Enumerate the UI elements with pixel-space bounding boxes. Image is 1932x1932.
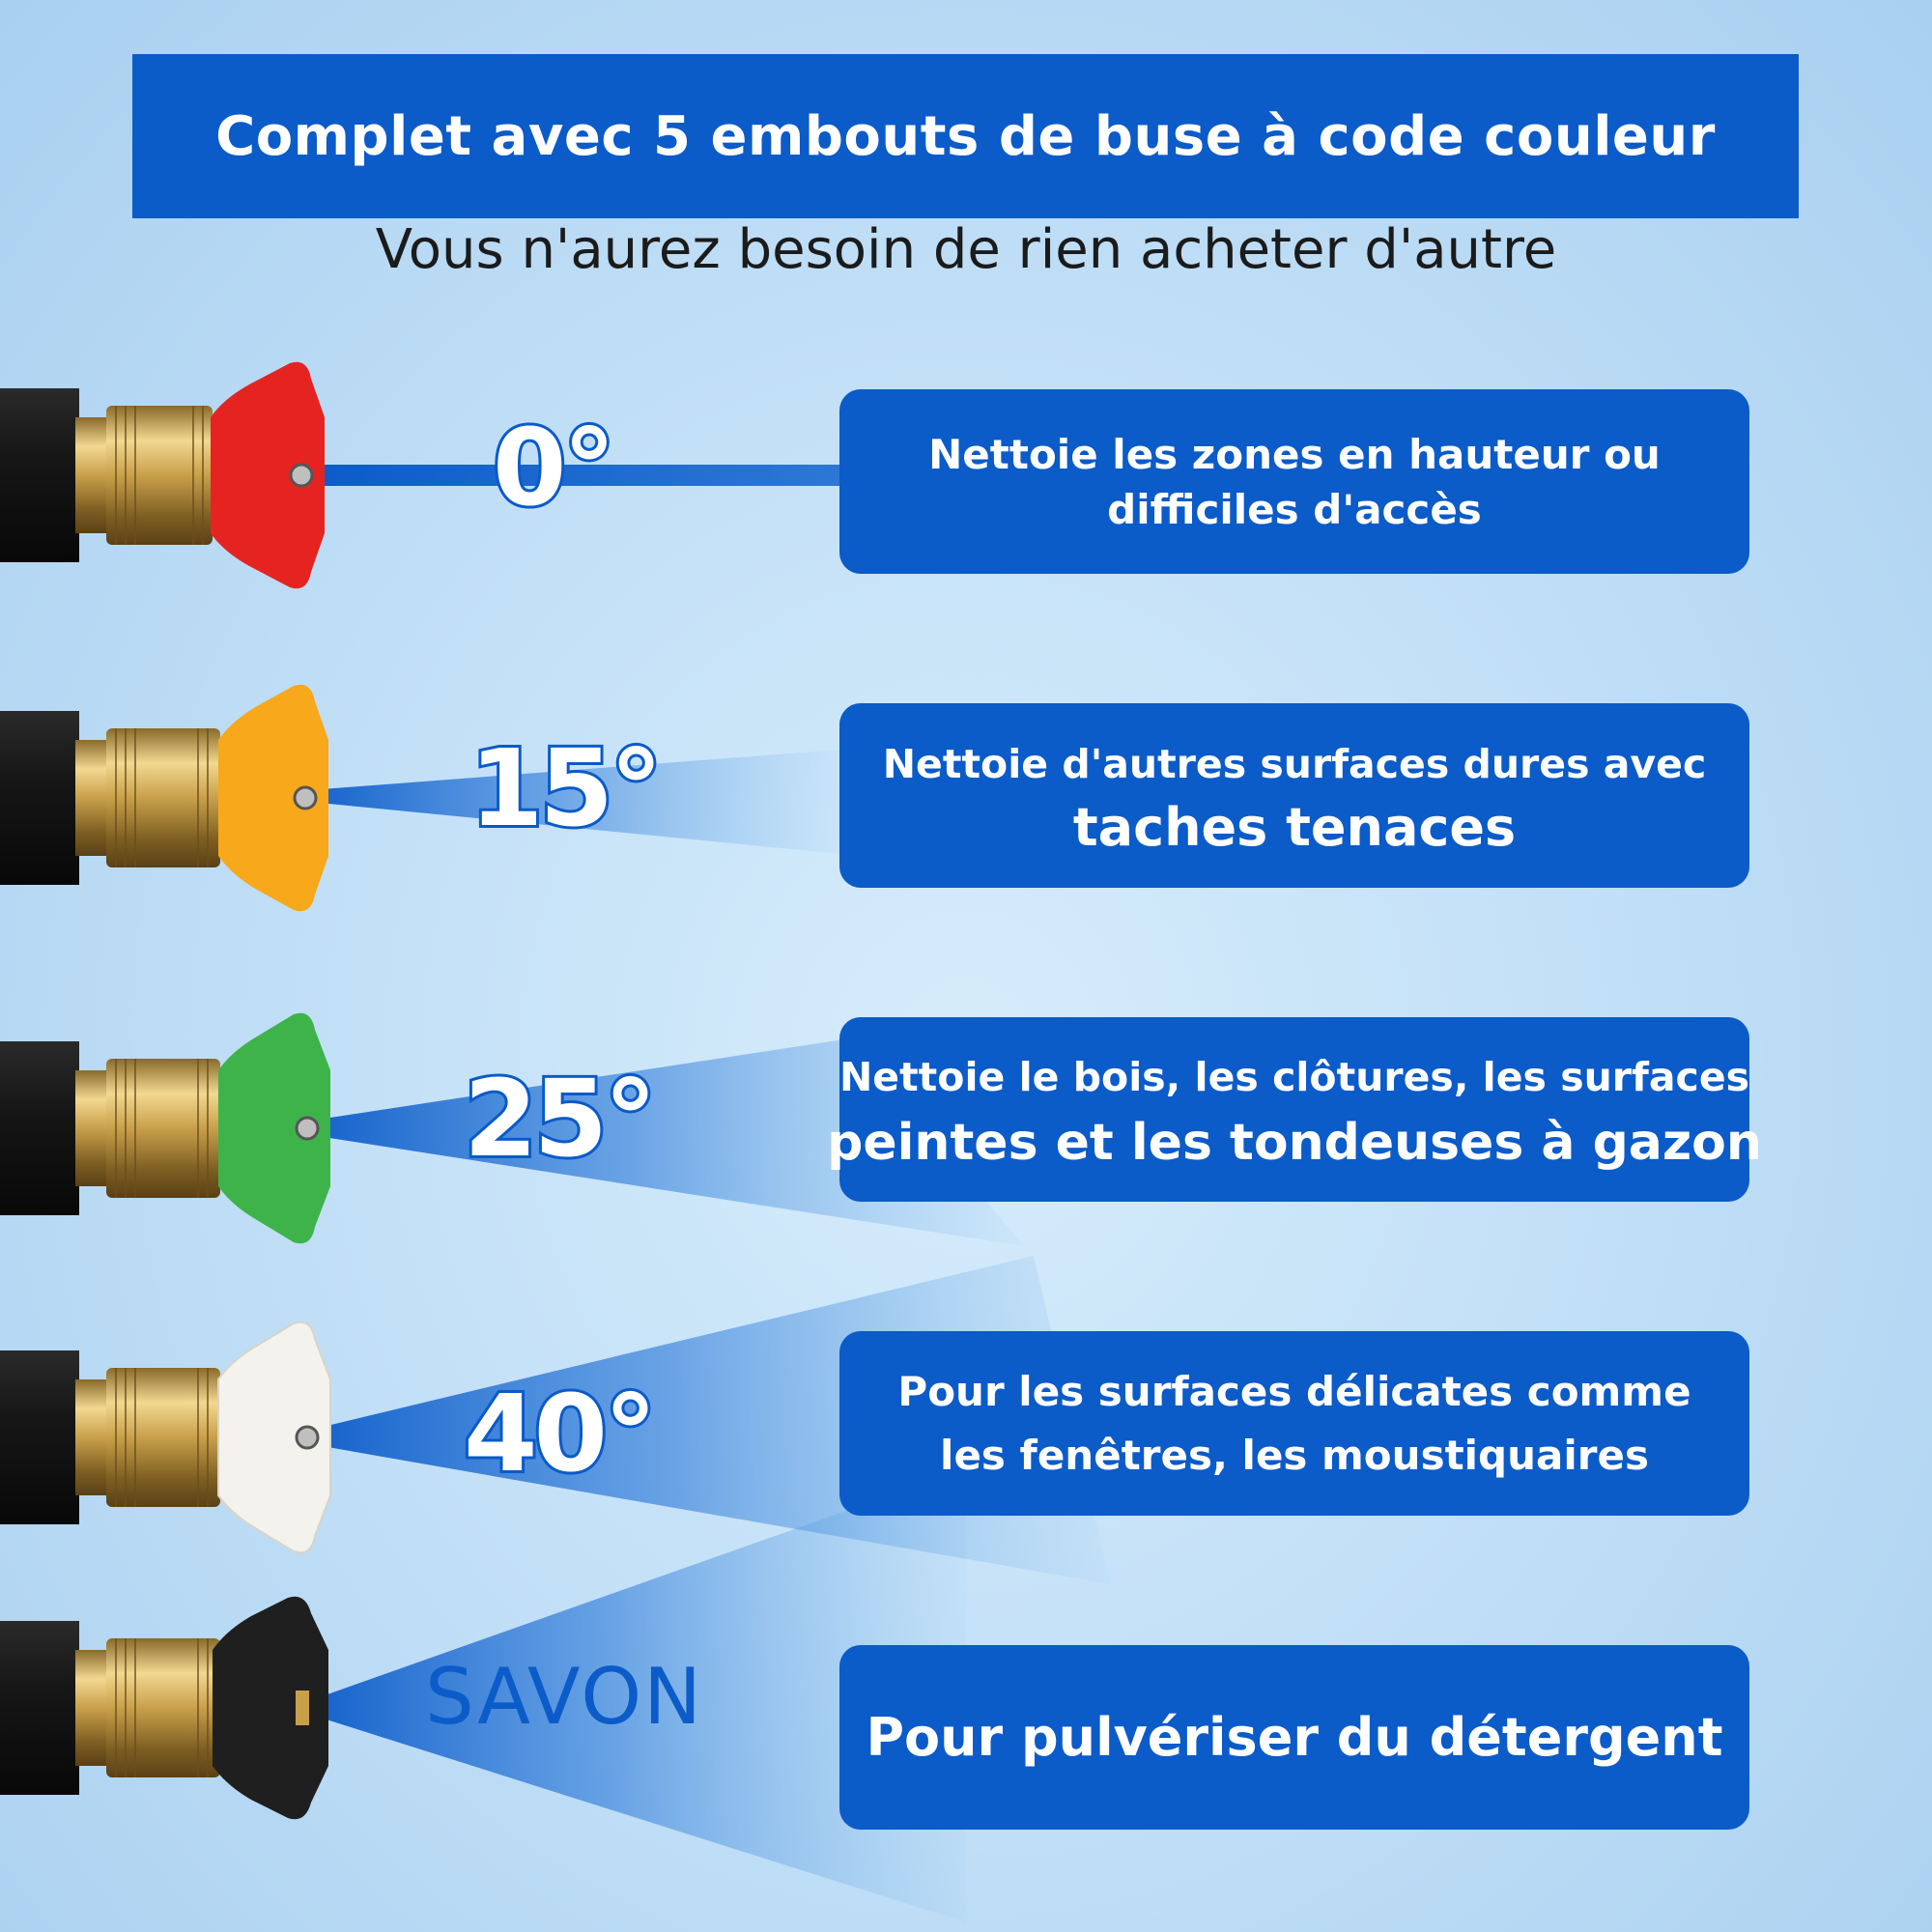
header-banner: Complet avec 5 embouts de buse à code co…: [132, 54, 1799, 218]
yellow-nozzle-tip: [218, 684, 328, 912]
description-box-40: Pour les surfaces délicates comme les fe…: [839, 1331, 1749, 1516]
description-line: peintes et les tondeuses à gazon: [827, 1113, 1762, 1172]
description-line: Pour pulvériser du détergent: [866, 1707, 1723, 1768]
white-nozzle-tip: [217, 1321, 331, 1554]
nozzle-assembly-black: [0, 1596, 328, 1820]
red-nozzle-tip: [211, 361, 325, 589]
description-line: les fenêtres, les moustiquaires: [940, 1431, 1649, 1479]
page-subtitle: Vous n'aurez besoin de rien acheter d'au…: [375, 218, 1557, 281]
nozzle-assembly-green: [0, 1012, 330, 1244]
nozzle-assembly-yellow: [0, 684, 328, 912]
angle-label-15: 15°: [467, 724, 666, 853]
angle-label-40: 40°: [461, 1369, 660, 1498]
description-line: Nettoie les zones en hauteur ou: [928, 430, 1661, 478]
green-nozzle-tip: [218, 1012, 330, 1244]
description-line: Nettoie d'autres surfaces dures avec: [882, 740, 1707, 787]
description-line: taches tenaces: [1072, 796, 1517, 858]
savon-label: SAVON: [425, 1652, 704, 1742]
page-title: Complet avec 5 embouts de buse à code co…: [215, 104, 1716, 168]
description-line: difficiles d'accès: [1107, 485, 1482, 533]
description-line: Pour les surfaces délicates comme: [897, 1367, 1691, 1415]
angle-label-0: 0°: [490, 403, 619, 532]
spray-beam-0: [307, 465, 839, 486]
nozzle-assembly-red: [0, 361, 325, 589]
spray-beam-savon: [311, 1468, 966, 1922]
description-box-15: Nettoie d'autres surfaces dures avec tac…: [839, 703, 1749, 888]
description-line: Nettoie le bois, les clôtures, les surfa…: [838, 1053, 1750, 1100]
description-box-0: Nettoie les zones en hauteur ou difficil…: [839, 389, 1749, 574]
black-nozzle-tip: [213, 1596, 328, 1820]
angle-label-25: 25°: [461, 1054, 660, 1183]
spray-beam-15: [309, 750, 840, 854]
nozzle-assembly-white: [0, 1321, 331, 1554]
description-box-savon: Pour pulvériser du détergent: [839, 1645, 1749, 1830]
description-box-25: Nettoie le bois, les clôtures, les surfa…: [827, 1017, 1762, 1202]
